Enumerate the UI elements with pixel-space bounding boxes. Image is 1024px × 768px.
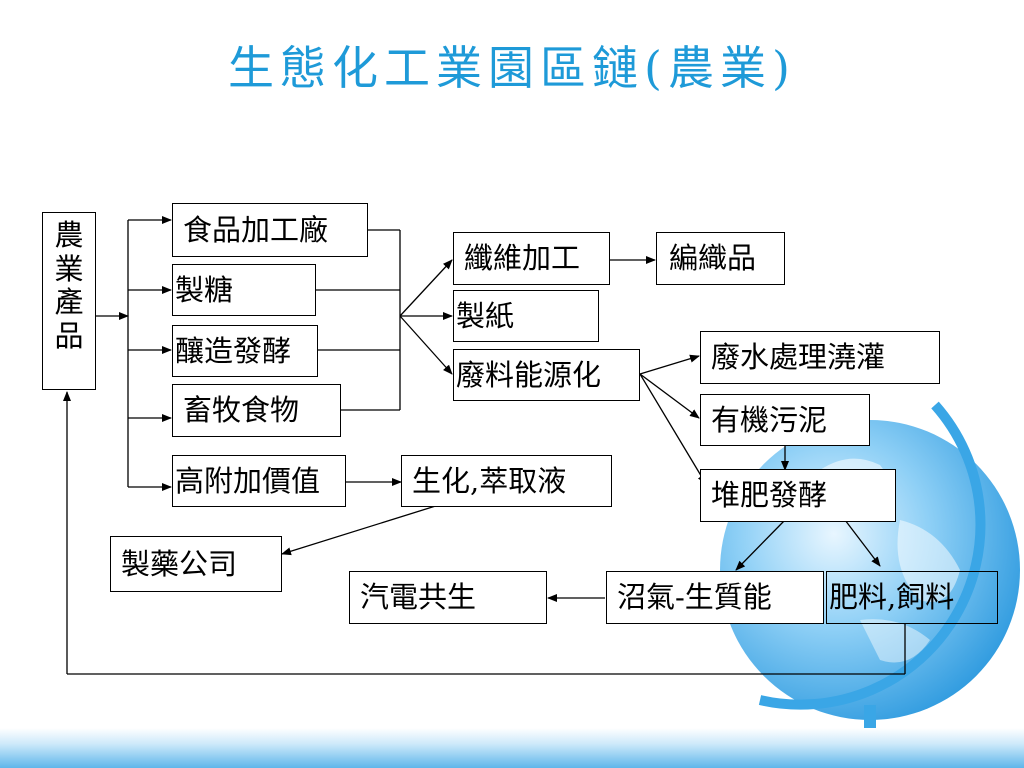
node-woven: 編織品 (656, 232, 785, 285)
node-fertilizer: 肥料,飼料 (826, 571, 998, 624)
node-food-factory: 食品加工廠 (172, 203, 368, 257)
node-cogen: 汽電共生 (349, 571, 547, 624)
node-pharma: 製藥公司 (110, 536, 282, 592)
slide-title: 生態化工業園區鏈(農業) (228, 41, 796, 95)
source-char: 品 (54, 318, 84, 353)
node-sugar: 製糖 (172, 264, 316, 316)
source-char: 產 (54, 285, 84, 320)
node-biochem: 生化,萃取液 (401, 455, 612, 507)
node-brewing: 釀造發酵 (172, 325, 318, 377)
node-waste-energy: 廢料能源化 (453, 349, 640, 401)
node-sludge: 有機污泥 (700, 394, 870, 446)
source-char: 業 (54, 251, 84, 286)
source-char: 農 (54, 218, 84, 252)
node-fiber: 纖維加工 (453, 232, 610, 285)
node-paper: 製紙 (453, 290, 599, 342)
node-agri-products: 農 業 產 品 (42, 212, 96, 390)
node-livestock-food: 畜牧食物 (172, 384, 341, 437)
node-biogas: 沼氣-生質能 (606, 571, 824, 624)
node-compost: 堆肥發酵 (700, 469, 896, 522)
bottom-gradient-bar (0, 728, 1024, 768)
node-wastewater: 廢水處理澆灌 (700, 331, 940, 384)
node-high-value: 高附加價值 (172, 455, 346, 507)
